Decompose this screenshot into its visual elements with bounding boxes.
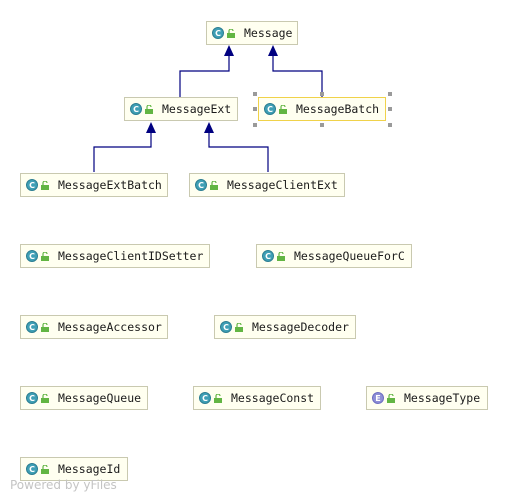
selection-handle[interactable] [388, 107, 392, 111]
class-icon: C [212, 27, 224, 39]
class-name: MessageClientExt [227, 178, 338, 192]
class-icon: C [220, 321, 232, 333]
class-name: Message [244, 26, 293, 40]
selection-handle[interactable] [388, 92, 392, 96]
unlocked-icon [145, 104, 153, 114]
class-icon: C [26, 179, 38, 191]
class-name: MessageExt [162, 102, 232, 116]
class-name: MessageId [58, 462, 121, 476]
unlocked-icon [41, 464, 49, 474]
class-name: MessageDecoder [252, 320, 349, 334]
enum-icon: E [372, 392, 384, 404]
class-name: MessageConst [231, 391, 315, 405]
selection-handle[interactable] [320, 92, 324, 96]
class-node-messageclientidsetter[interactable]: C MessageClientIDSetter [20, 244, 210, 268]
enum-node-messagetype[interactable]: E MessageType [366, 386, 488, 410]
class-node-messagequeueforc[interactable]: C MessageQueueForC [256, 244, 412, 268]
selection-handle[interactable] [253, 123, 257, 127]
arrowhead-message-right [268, 45, 278, 56]
class-node-messageconst[interactable]: C MessageConst [193, 386, 321, 410]
unlocked-icon [214, 393, 222, 403]
class-name: MessageQueue [58, 391, 142, 405]
class-node-message[interactable]: C Message [206, 21, 298, 45]
unlocked-icon [387, 393, 395, 403]
edge-messagebatch-to-message [272, 52, 323, 97]
selection-handle[interactable] [253, 107, 257, 111]
unlocked-icon [41, 251, 49, 261]
arrowhead-messageext-left [146, 122, 156, 133]
unlocked-icon [227, 28, 235, 38]
class-icon: C [199, 392, 211, 404]
class-node-messageextbatch[interactable]: C MessageExtBatch [20, 173, 168, 197]
selection-handle[interactable] [388, 123, 392, 127]
class-icon: C [195, 179, 207, 191]
class-node-messagequeue[interactable]: C MessageQueue [20, 386, 148, 410]
unlocked-icon [41, 322, 49, 332]
unlocked-icon [235, 322, 243, 332]
arrowhead-messageext-right [204, 122, 214, 133]
class-icon: C [130, 103, 142, 115]
class-name: MessageAccessor [58, 320, 162, 334]
class-icon: C [262, 250, 274, 262]
class-icon: C [26, 463, 38, 475]
class-name: MessageClientIDSetter [58, 249, 204, 263]
arrowhead-message-left [224, 45, 234, 56]
class-icon: C [26, 392, 38, 404]
unlocked-icon [41, 180, 49, 190]
class-icon: C [26, 321, 38, 333]
selection-handle[interactable] [320, 123, 324, 127]
class-node-messageext[interactable]: C MessageExt [124, 97, 238, 121]
class-name: MessageExtBatch [58, 178, 162, 192]
selection-handle[interactable] [253, 92, 257, 96]
class-node-messageid[interactable]: C MessageId [20, 457, 128, 481]
unlocked-icon [210, 180, 218, 190]
unlocked-icon [41, 393, 49, 403]
edge-messageext-to-message [179, 52, 230, 97]
class-node-messagedecoder[interactable]: C MessageDecoder [214, 315, 356, 339]
class-name: MessageType [404, 391, 481, 405]
class-name: MessageQueueForC [294, 249, 405, 263]
unlocked-icon [279, 104, 287, 114]
class-node-messagebatch[interactable]: C MessageBatch [258, 97, 386, 121]
yfiles-watermark: Powered by yFiles [10, 478, 117, 492]
class-node-messageclientext[interactable]: C MessageClientExt [189, 173, 345, 197]
edge-messageclientext-to-messageext [208, 128, 269, 172]
unlocked-icon [277, 251, 285, 261]
class-icon: C [26, 250, 38, 262]
edge-messageextbatch-to-messageext [93, 128, 152, 172]
class-icon: C [264, 103, 276, 115]
class-name: MessageBatch [296, 102, 380, 116]
class-node-messageaccessor[interactable]: C MessageAccessor [20, 315, 168, 339]
